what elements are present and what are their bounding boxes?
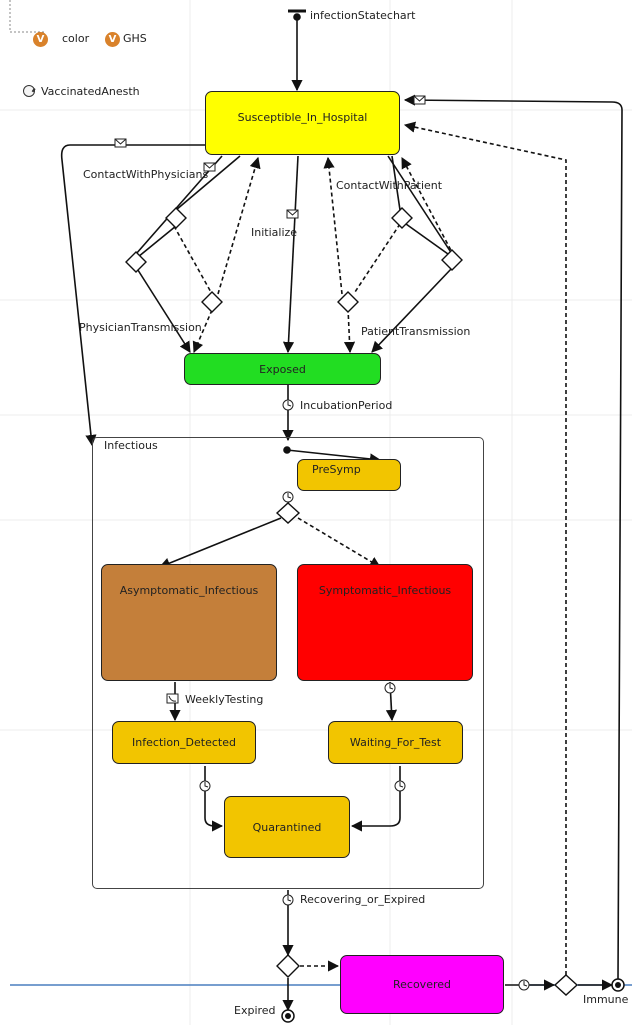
rate-icon xyxy=(166,693,179,704)
state-label: Infection_Detected xyxy=(132,736,236,749)
transition-label-incubation-period[interactable]: IncubationPeriod xyxy=(300,399,393,412)
state-label: Recovered xyxy=(392,978,451,991)
state-waiting-for-test[interactable]: Waiting_For_Test xyxy=(328,721,463,764)
branch-diamond xyxy=(165,207,187,229)
message-icon xyxy=(286,209,299,219)
message-icon xyxy=(413,95,426,105)
state-label: Waiting_For_Test xyxy=(349,736,442,749)
event-vaccinated-anesth[interactable]: VaccinatedAnesth xyxy=(41,85,140,98)
branch-diamond xyxy=(337,291,359,313)
state-recovered[interactable]: Recovered xyxy=(340,955,504,1014)
branch-diamond xyxy=(276,954,300,978)
branch-diamond xyxy=(553,974,579,996)
timeout-icon xyxy=(394,780,406,792)
state-label: Quarantined xyxy=(252,820,322,834)
final-state-immune xyxy=(611,978,625,992)
state-susceptible-in-hospital[interactable]: Susceptible_In_Hospital xyxy=(205,91,400,155)
state-label: PreSymp xyxy=(312,463,361,476)
state-infection-detected[interactable]: Infection_Detected xyxy=(112,721,256,764)
timeout-icon xyxy=(282,491,294,503)
state-quarantined[interactable]: Quarantined xyxy=(224,796,350,858)
timeout-icon xyxy=(518,979,530,991)
state-label: Asymptomatic_Infectious xyxy=(119,584,259,597)
state-label: Symptomatic_Infectious xyxy=(318,584,452,597)
final-state-label-expired: Expired xyxy=(234,1004,276,1017)
timeout-icon xyxy=(384,682,396,694)
variable-icon: V xyxy=(33,32,48,47)
timeout-icon xyxy=(282,894,294,906)
branch-diamond xyxy=(391,207,413,229)
branch-diamond xyxy=(201,291,223,313)
transition-label-recovering-or-expired[interactable]: Recovering_or_Expired xyxy=(300,893,426,906)
final-state-expired xyxy=(281,1009,295,1023)
state-label: Exposed xyxy=(259,362,306,376)
transition-label-contact-with-patient[interactable]: ContactWithPatient xyxy=(336,179,443,192)
statechart-name[interactable]: infectionStatechart xyxy=(310,9,416,22)
timeout-icon xyxy=(282,399,294,411)
final-state-label-immune: Immune xyxy=(583,993,629,1006)
branch-diamond xyxy=(275,502,301,524)
state-symptomatic-infectious[interactable]: Symptomatic_Infectious xyxy=(297,564,473,681)
message-icon xyxy=(203,162,216,172)
transition-label-initialize[interactable]: Initialize xyxy=(251,226,298,239)
state-exposed[interactable]: Exposed xyxy=(184,353,381,385)
branch-diamond xyxy=(441,249,463,271)
state-asymptomatic-infectious[interactable]: Asymptomatic_Infectious xyxy=(101,564,277,681)
variable-ghs[interactable]: GHS xyxy=(123,32,147,45)
transition-label-physician-transmission[interactable]: PhysicianTransmission xyxy=(79,321,202,334)
transition-label-contact-with-physicians[interactable]: ContactWithPhysicians xyxy=(83,168,209,181)
transition-label-weekly-testing[interactable]: WeeklyTesting xyxy=(185,693,264,706)
event-icon xyxy=(23,85,35,97)
state-label: Susceptible_In_Hospital xyxy=(237,111,368,124)
variable-color[interactable]: color xyxy=(62,32,90,45)
composite-state-label: Infectious xyxy=(104,439,158,452)
timeout-icon xyxy=(199,780,211,792)
state-presymp[interactable]: PreSymp xyxy=(297,459,401,491)
composite-state-infectious[interactable] xyxy=(92,437,484,889)
transition-label-patient-transmission[interactable]: PatientTransmission xyxy=(361,325,471,338)
branch-diamond xyxy=(125,251,147,273)
message-icon xyxy=(114,138,127,148)
variable-icon: V xyxy=(105,32,120,47)
